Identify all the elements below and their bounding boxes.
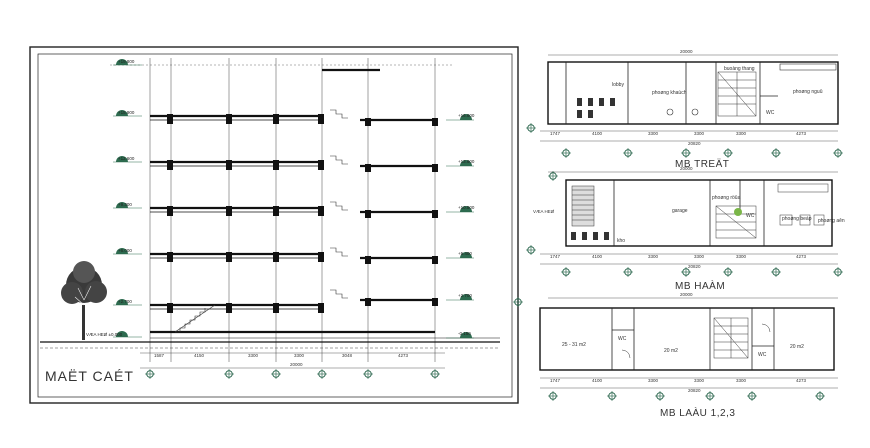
- upper-wc-1: WC: [618, 336, 627, 342]
- basement-side-label: VÆA HEØ: [533, 209, 555, 214]
- room-kitchen: phoøng beáp: [782, 216, 812, 222]
- right-level-3: +10.500: [458, 205, 475, 210]
- u-dim-2: 4100: [592, 378, 603, 383]
- upper-floor-plan: 20000 25 - 31 m2 20 m2 20 m2 WC WC 17: [512, 292, 838, 419]
- upper-wc-2: WC: [758, 352, 767, 358]
- b-dim-5: 3300: [736, 254, 747, 259]
- right-level-1: +16.600: [458, 113, 475, 118]
- ground-top-dim: 20000: [680, 49, 693, 54]
- level-1: +19.800: [118, 59, 135, 64]
- right-level-5: +2.700: [458, 293, 472, 298]
- room-dining: phoøng aên: [818, 218, 845, 224]
- b-dim-4: 3300: [694, 254, 705, 259]
- dim-6: 4273: [398, 353, 409, 358]
- b-dim-total: 20820: [688, 264, 701, 269]
- dim-5: 3048: [342, 353, 353, 358]
- room-lobby: lobby: [612, 82, 624, 88]
- b-dim-2: 4100: [592, 254, 603, 259]
- g-dim-total: 20820: [688, 141, 701, 146]
- dim-3: 3300: [248, 353, 259, 358]
- g-dim-1: 1747: [550, 131, 561, 136]
- room-stairwell: buoàng thang: [724, 66, 755, 72]
- section-view: +19.800 +15.900 +12.600 +9.300 +6.000 +2…: [29, 46, 519, 404]
- beam-blocks: [167, 114, 438, 313]
- upper-plan-caption: MB LAÀU 1,2,3: [660, 406, 735, 419]
- room-storage: kho: [617, 238, 625, 244]
- g-dim-6: 4273: [796, 131, 807, 136]
- section-frame-inner: [37, 53, 513, 398]
- floor-slabs: [150, 68, 435, 334]
- dim-total: 20000: [290, 362, 303, 367]
- level-4: +9.300: [118, 202, 132, 207]
- room-bedroom: phoøng nguû: [793, 89, 823, 95]
- section-frame-outer: [29, 46, 519, 404]
- section-level-markers-left: +19.800 +15.900 +12.600 +9.300 +6.000 +2…: [86, 58, 143, 338]
- slab-bottoms: [150, 119, 322, 310]
- b-dim-1: 1747: [550, 254, 561, 259]
- u-dim-3: 3300: [648, 378, 659, 383]
- upper-top-dim: 20000: [680, 292, 693, 297]
- room-wc-basement: WC: [746, 213, 755, 219]
- upper-room-1: 25 - 31 m2: [562, 342, 586, 348]
- basement-plan: 20000: [525, 166, 845, 292]
- ground-plan-caption: MB TREÄT: [675, 158, 729, 170]
- section-title: MAËT CAÉT: [45, 368, 134, 384]
- right-level-4: +5.400: [458, 251, 472, 256]
- basement-top-dim: 20000: [680, 166, 693, 171]
- section-level-markers-right: +16.600 +13.600 +10.500 +5.400 +2.700 -0…: [445, 113, 475, 339]
- b-dim-6: 4273: [796, 254, 807, 259]
- b-dim-3: 3300: [648, 254, 659, 259]
- u-dim-total: 20820: [688, 388, 701, 393]
- level-5: +6.000: [118, 248, 132, 253]
- u-dim-5: 3300: [736, 378, 747, 383]
- g-dim-4: 3300: [694, 131, 705, 136]
- room-wc: WC: [766, 110, 775, 116]
- u-dim-4: 3300: [694, 378, 705, 383]
- u-dim-1: 1747: [550, 378, 561, 383]
- tree-icon: [61, 261, 107, 340]
- road-level-label: VÆA HEØ ±0.000: [86, 332, 123, 337]
- g-dim-3: 3300: [648, 131, 659, 136]
- g-dim-5: 3300: [736, 131, 747, 136]
- u-dim-6: 4273: [796, 378, 807, 383]
- dim-2: 4150: [194, 353, 205, 358]
- section-dimensions: 1587 4150 3300 3300 3048 4273 20000: [140, 352, 445, 380]
- room-living: phoøng khaùch: [652, 90, 687, 96]
- ground-line: [40, 337, 500, 349]
- level-3: +12.600: [118, 156, 135, 161]
- ground-floor-plan: 20000 lobby phoøng khaùch buoà: [525, 49, 844, 170]
- dim-4: 3300: [294, 353, 305, 358]
- right-level-2: +13.600: [458, 159, 475, 164]
- dim-1: 1587: [154, 353, 165, 358]
- section-stairs: [174, 109, 348, 333]
- room-garage: garage: [672, 208, 688, 214]
- level-2: +15.900: [118, 110, 135, 115]
- g-dim-2: 4100: [592, 131, 603, 136]
- right-level-6: -0.150: [458, 331, 471, 336]
- level-6: +2.700: [118, 299, 132, 304]
- room-wash: phoøng röûa: [712, 195, 741, 201]
- section-grid-lines: [110, 58, 452, 362]
- basement-plan-caption: MB HAÀM: [675, 279, 725, 292]
- upper-room-2: 20 m2: [664, 348, 678, 354]
- upper-room-3: 20 m2: [790, 344, 804, 350]
